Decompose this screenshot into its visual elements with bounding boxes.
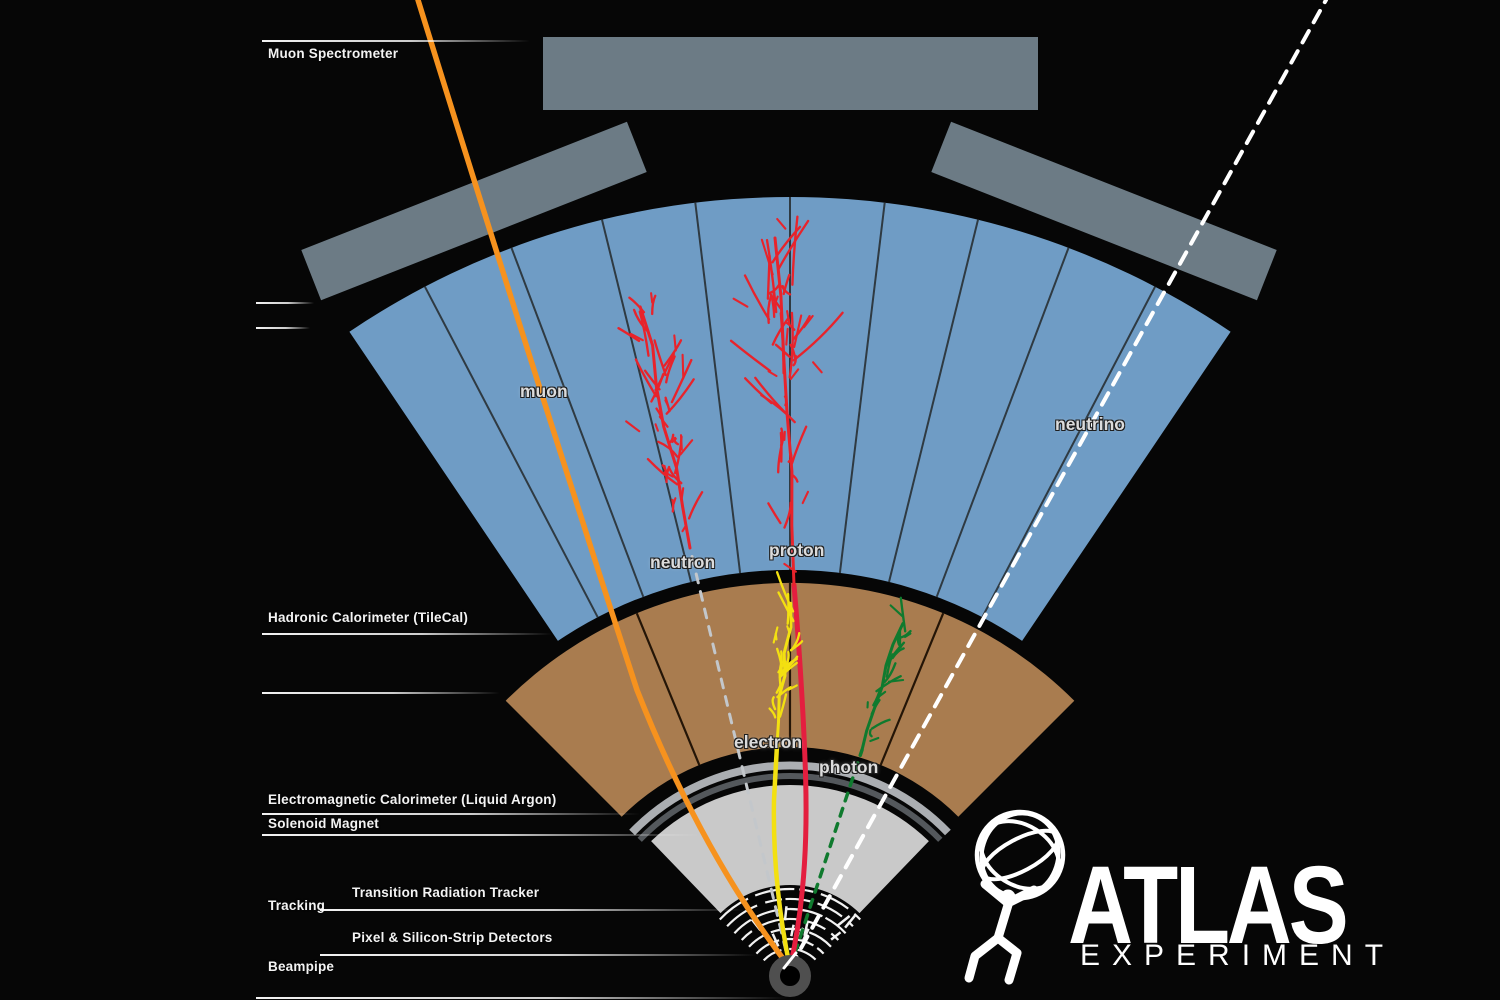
neutrino-track [788,0,1328,970]
solenoid-arcs [629,761,951,842]
particle-tracks [415,0,1328,971]
leader-line [256,997,788,999]
tracker-hit-tick [790,924,795,937]
label-neutrino-particle: neutrino [1055,414,1125,434]
brown-sector-divider [879,612,945,766]
tracker-arc [726,897,854,928]
label-pixel-silicon: Pixel & Silicon-Strip Detectors [352,930,553,945]
figure-leg-front [993,933,1022,985]
beampipe-ring [769,955,811,997]
blue-sector-divider [601,219,692,583]
em-calorimeter-fan [651,784,929,914]
label-solenoid-magnet: Solenoid Magnet [268,816,379,831]
tracker-arc [755,937,825,955]
label-muon-spectrometer: Muon Spectrometer [268,46,399,61]
atlas-figure [964,879,1039,985]
beampipe-hit-tick [782,951,798,970]
tracker-arc [718,887,862,921]
atlas-logo-subtitle: EXPERIMENT [1080,939,1396,972]
label-transition-radiation-tracker: Transition Radiation Tracker [352,885,540,900]
label-muon-particle: muon [520,381,568,401]
muon-chamber-top [543,37,1038,110]
particle-showers [617,215,912,752]
tracker-arcs [718,887,862,962]
figure-arm-right [1003,885,1039,908]
muon-track [415,0,793,971]
blue-sector-divider [424,286,599,618]
logo-globe-meridian [980,828,1060,882]
leader-line [262,834,700,836]
photon-track [788,748,864,970]
label-hadronic-calorimeter: Hadronic Calorimeter (TileCal) [268,610,469,625]
blue-sector-divider [935,247,1070,598]
leader-line [320,954,758,956]
tracker-arc [762,947,818,962]
leader-line [262,40,530,42]
tracker-arc [733,907,847,934]
tracker-hit-tick [844,914,857,929]
leader-line [256,327,310,329]
figure-arm-left [980,879,1013,908]
leader-line [262,813,640,815]
blue-sector-divider [510,247,645,598]
logo-globe-meridian [978,819,1062,891]
tracker-hit-tick [836,915,851,927]
blue-sector-divider [888,219,979,583]
leader-line [256,302,314,304]
leader-line [320,909,745,911]
muon-spectrometer-chambers [301,37,1277,301]
tracker-hit-tick [771,933,780,947]
electron-track [771,742,793,971]
label-neutron-particle: neutron [650,552,716,572]
tracker-hit-tick [830,931,842,941]
solenoid-arc-light [629,761,951,836]
atlas-logo-wordmark: ATLAS [1068,844,1349,967]
label-electron-particle: electron [734,732,803,752]
photon-shower [860,596,912,752]
neutron-track [688,546,792,970]
blue-sector-divider [838,202,886,574]
tracker-arc [740,917,840,941]
proton-track [787,582,809,971]
label-photon-particle: photon [819,757,879,777]
label-proton-particle: proton [769,540,825,560]
label-tracking: Tracking [268,898,326,913]
figure-torso [993,900,1013,943]
solenoid-arc-dark [637,773,943,842]
brown-sector-divider [635,612,701,766]
muon-chamber-left [301,121,647,301]
leader-line [262,692,500,694]
blue-sector-divider [981,286,1156,618]
tracker-hit-tick [783,906,788,921]
leader-line [262,633,552,635]
blue-sector-divider [694,202,742,574]
tracker-arc [748,927,832,948]
figure-leg-back [964,933,1003,983]
muon-chamber-right [931,121,1277,301]
electron-shower [768,571,804,747]
label-beampipe: Beampipe [268,959,335,974]
label-em-calorimeter: Electromagnetic Calorimeter (Liquid Argo… [268,792,557,807]
neutron-shower [617,292,704,550]
proton-shower [729,215,844,587]
